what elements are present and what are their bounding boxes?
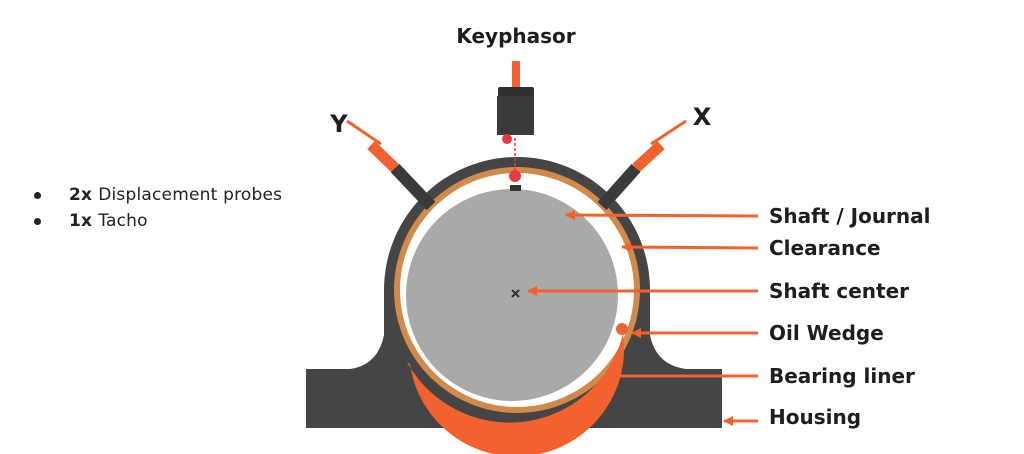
bullet-dot [34,217,41,225]
bearing-liner-label: Bearing liner [769,364,915,388]
item-count: 2x [69,185,93,205]
oil-wedge [407,334,625,454]
oil-wedge-label: Oil Wedge [769,321,884,345]
keyphasor-probe [497,61,534,182]
shaft-center-marker [511,289,520,298]
y-probe-label: Y [329,110,348,138]
instrumentation-list: 2x Displacement probes 1x Tacho [34,182,282,234]
y-probe [346,119,436,211]
list-item: 1x Tacho [34,208,282,234]
item-label: Displacement probes [98,185,283,205]
housing-label: Housing [769,405,861,429]
shaft-journal-arrow [565,210,759,221]
keyphasor-notch [510,185,521,191]
list-item: 2x Displacement probes [34,182,282,208]
x-probe-label: X [693,103,712,131]
clearance-label: Clearance [769,236,881,260]
clearance-arrow [621,242,759,253]
oil-wedge-tip [616,323,628,335]
shaft-journal-label: Shaft / Journal [769,204,931,228]
keyphasor-target-dot [509,170,521,182]
item-label: Tacho [98,211,148,231]
x-probe [597,119,687,211]
bullet-dot [34,191,41,199]
shaft-journal [406,189,618,401]
shaft-center-label: Shaft center [769,279,909,303]
item-count: 1x [69,211,93,231]
keyphasor-label: Keyphasor [456,24,575,48]
